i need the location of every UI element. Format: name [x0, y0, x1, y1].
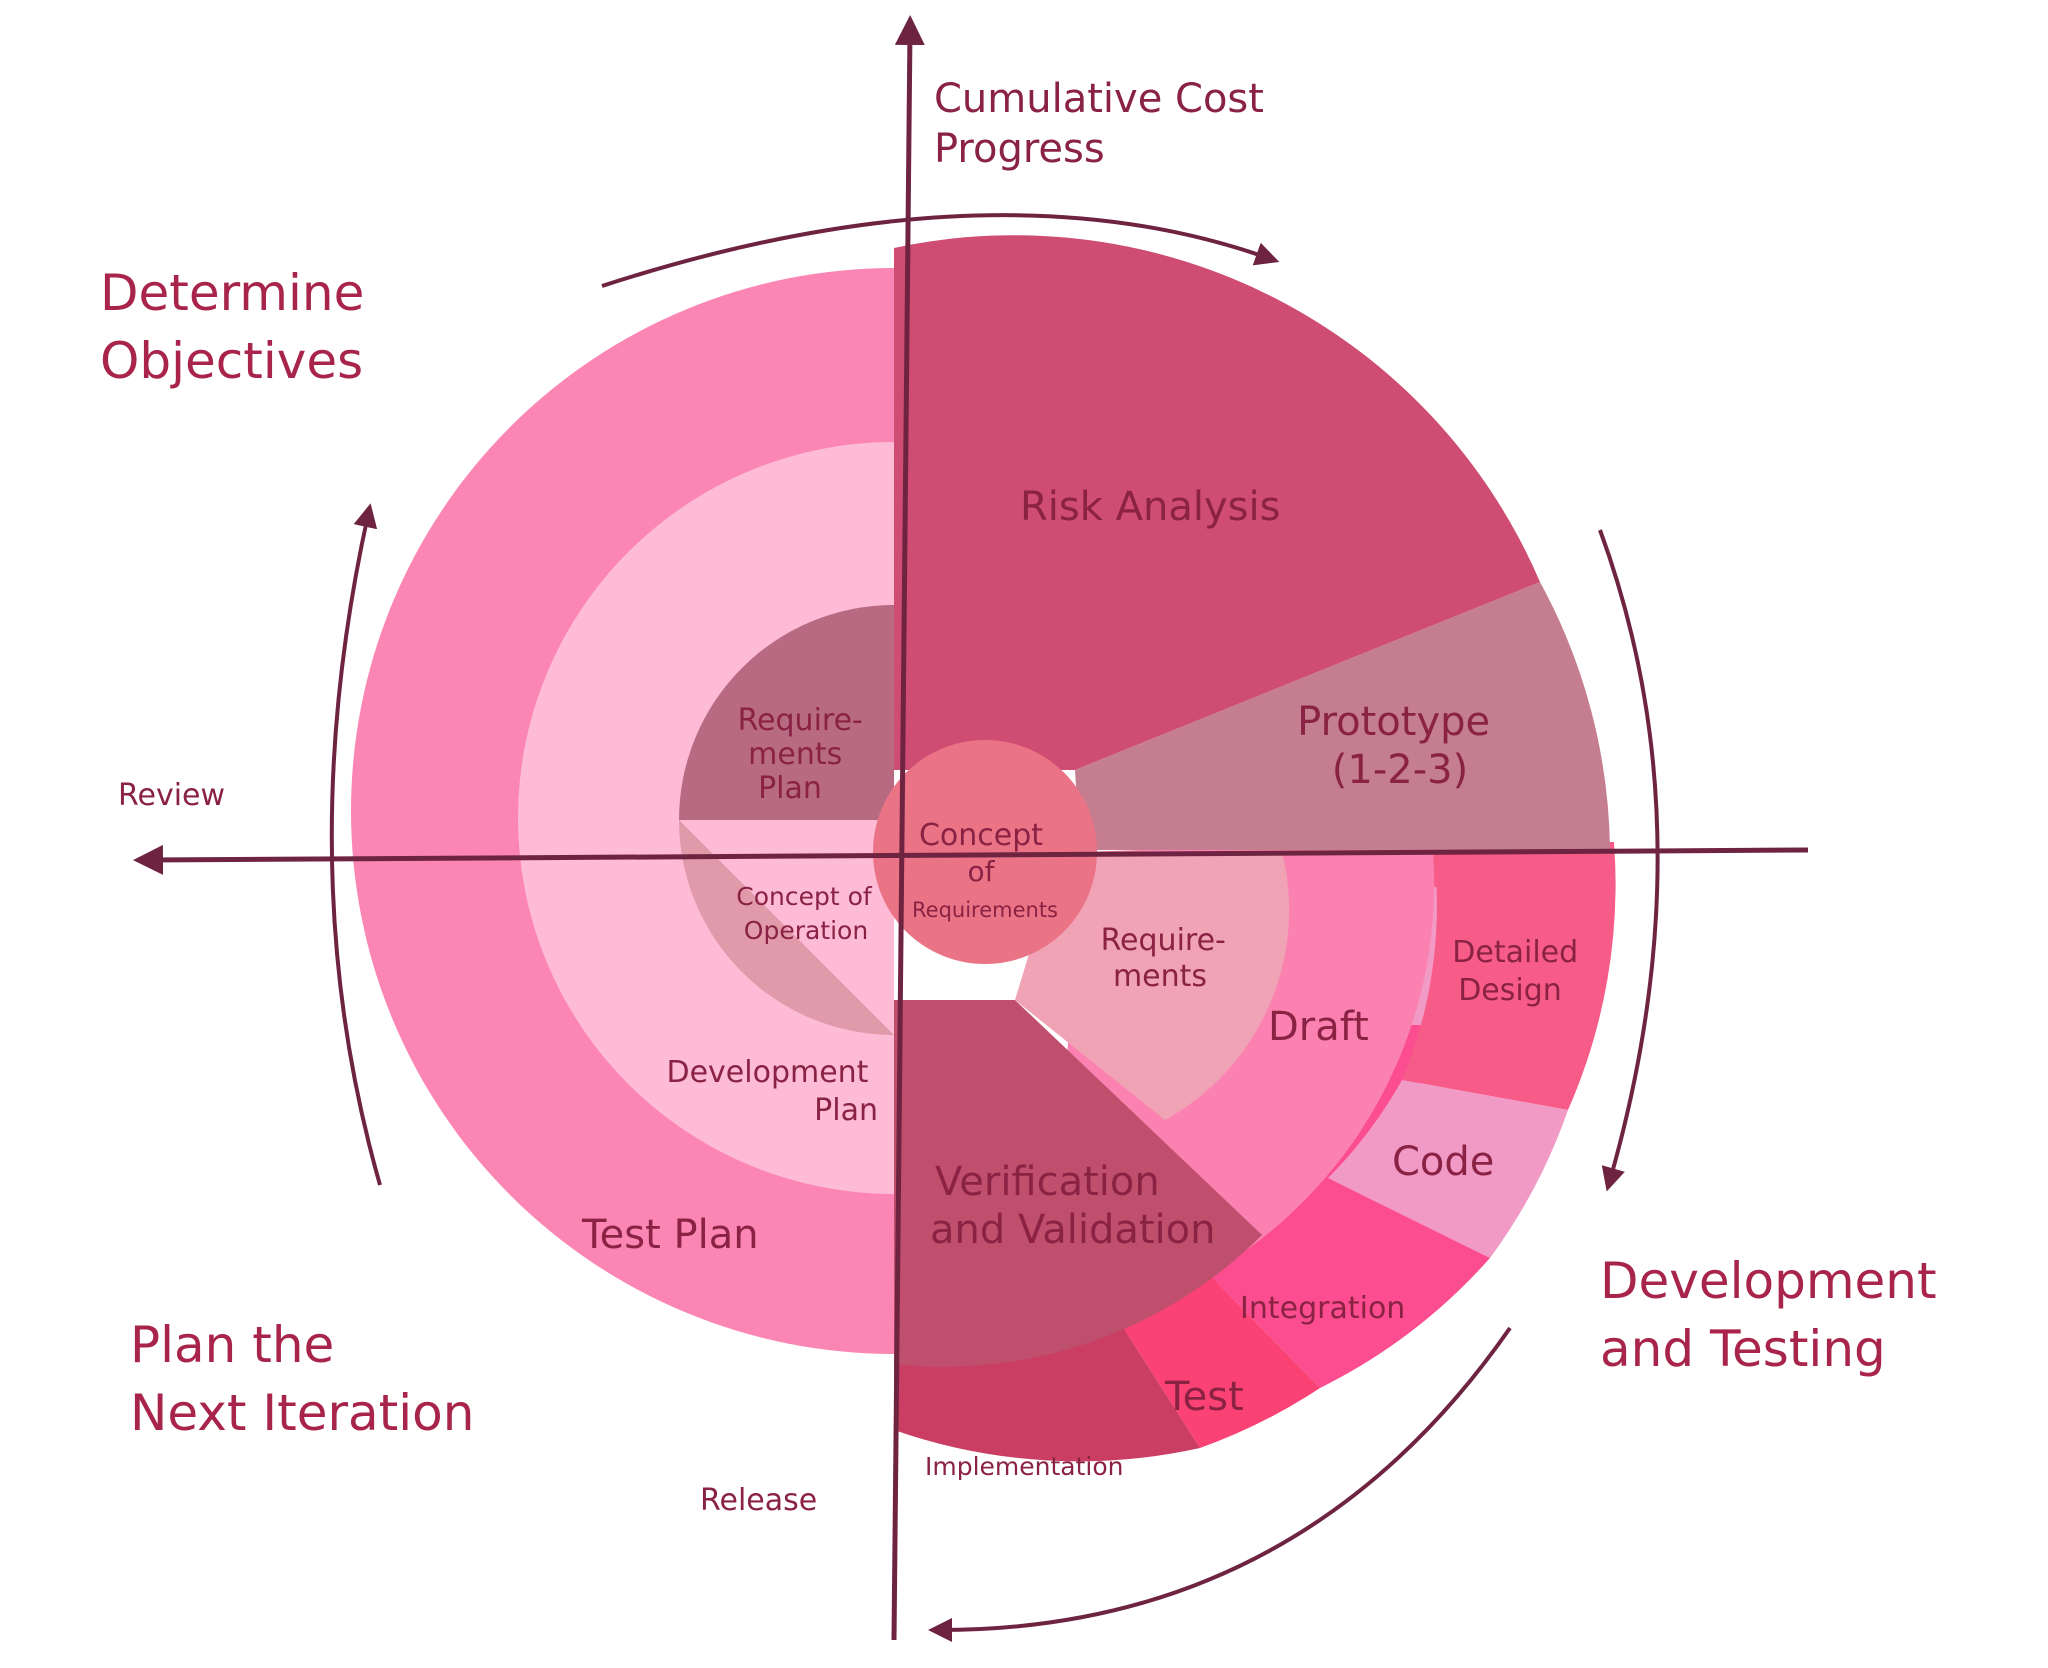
implementation-label: Implementation — [925, 1452, 1124, 1481]
requirements-plan-label: Require- ments Plan — [738, 703, 873, 806]
detailed-design-block — [1402, 840, 1616, 1110]
requirements-plan-segment — [679, 605, 894, 820]
verification-label: Verification and Validation — [930, 1159, 1216, 1253]
requirements-plan-line-3: Plan — [758, 771, 822, 806]
code-block — [1328, 1080, 1568, 1258]
concept-operation-label: Concept of Operation — [736, 882, 879, 945]
vertical-axis — [891, 15, 925, 1641]
center-circle — [873, 740, 1097, 964]
center-label: Concept of Requirements — [912, 818, 1058, 922]
left-direction-arrow — [329, 503, 382, 1186]
development-testing-line-2: and Testing — [1600, 1320, 1886, 1378]
detailed-design-line-2: Design — [1458, 973, 1562, 1008]
detailed-design-label: Detailed Design — [1452, 935, 1587, 1008]
review-label: Review — [118, 778, 225, 813]
requirements-label-line-2: ments — [1113, 959, 1207, 994]
vertical-axis-label: Cumulative Cost Progress — [934, 76, 1277, 172]
verification-line-2: and Validation — [930, 1207, 1216, 1253]
prototype-label-line-1: Prototype — [1297, 699, 1490, 745]
plan-next-iteration-line-2: Next Iteration — [130, 1384, 474, 1442]
horizontal-axis — [133, 844, 1809, 875]
requirements-plan-line-1: Require- — [738, 703, 863, 738]
vertical-axis-label-line-2: Progress — [934, 126, 1105, 172]
vertical-axis-label-line-1: Cumulative Cost — [934, 76, 1264, 122]
development-testing-heading: Development and Testing — [1600, 1252, 1953, 1378]
concept-operation-segment — [679, 820, 894, 1035]
verification-segment — [894, 1000, 1262, 1367]
implementation-block — [894, 1315, 1200, 1462]
requirements-segment — [1015, 852, 1290, 1120]
detailed-design-line-1: Detailed — [1452, 935, 1578, 970]
risk-analysis-segment — [894, 235, 1540, 771]
plan-next-iteration-heading: Plan the Next Iteration — [130, 1316, 474, 1442]
verification-line-1: Verification — [935, 1159, 1160, 1205]
risk-analysis-label: Risk Analysis — [1020, 484, 1280, 530]
development-plan-line-2: Plan — [814, 1093, 878, 1128]
release-label: Release — [700, 1483, 817, 1518]
integration-label: Integration — [1240, 1291, 1405, 1326]
prototype-label-line-2: (1-2-3) — [1332, 747, 1468, 793]
requirements-plan-line-2: ments — [748, 737, 842, 772]
test-plan-label: Test Plan — [581, 1212, 759, 1258]
code-label: Code — [1392, 1139, 1494, 1185]
center-label-line-3: Requirements — [912, 898, 1058, 922]
bottom-direction-arrow — [928, 1326, 1512, 1642]
test-label: Test — [1164, 1374, 1244, 1420]
development-plan-line-1: Development — [666, 1055, 868, 1090]
development-plan-label: Development Plan — [666, 1055, 878, 1128]
requirements-label: Require- ments — [1101, 923, 1236, 994]
prototype-label: Prototype (1-2-3) — [1297, 699, 1503, 793]
determine-objectives-heading: Determine Objectives — [100, 264, 380, 390]
concept-operation-line-2: Operation — [744, 916, 868, 945]
concept-operation-line-1: Concept of — [736, 882, 873, 911]
determine-objectives-line-1: Determine — [100, 264, 364, 322]
plan-next-iteration-line-1: Plan the — [130, 1316, 334, 1374]
development-testing-line-1: Development — [1600, 1252, 1937, 1310]
determine-objectives-line-2: Objectives — [100, 332, 363, 390]
right-direction-arrow — [1598, 529, 1660, 1192]
center-label-line-1: Concept — [919, 818, 1043, 853]
prototype-segment — [1075, 582, 1610, 850]
draft-label: Draft — [1268, 1004, 1369, 1050]
center-label-line-2: of — [968, 855, 996, 888]
requirements-label-line-1: Require- — [1101, 923, 1226, 958]
top-direction-arrow — [601, 213, 1280, 288]
